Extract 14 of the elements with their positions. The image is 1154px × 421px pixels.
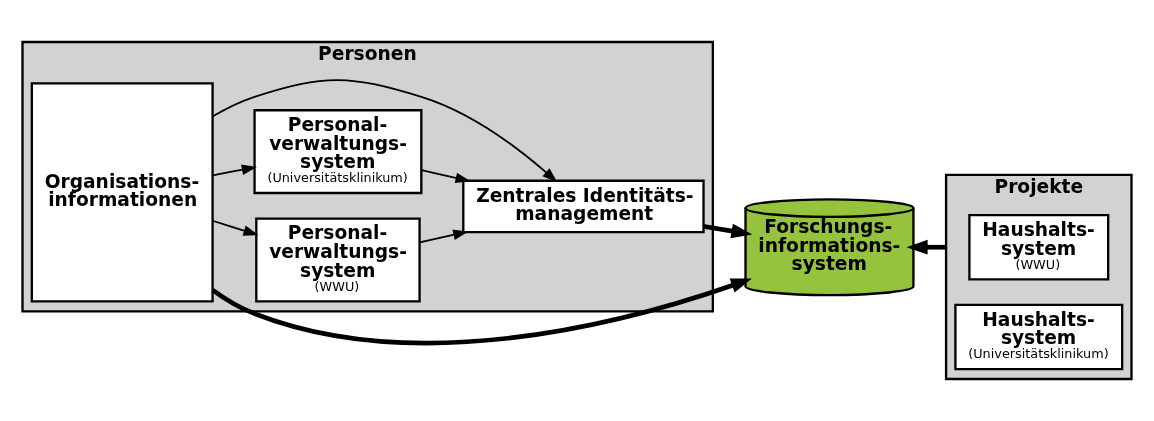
arrow bbox=[211, 219, 259, 236]
node-box: Organisations- informationen bbox=[30, 82, 214, 303]
node-box: Zentrales Identitäts- management bbox=[462, 179, 705, 234]
arrow bbox=[906, 239, 947, 255]
node-box: Haushalts- system (WWU) bbox=[968, 214, 1110, 281]
arrow bbox=[211, 164, 257, 177]
arrow bbox=[703, 223, 753, 239]
arrow bbox=[212, 79, 558, 183]
node-box: Personal- verwaltungs- system (Universitätsklinikum) bbox=[253, 109, 423, 195]
arrow bbox=[420, 169, 471, 184]
node-box: Haushalts- system (Universitätsklinikum) bbox=[954, 303, 1124, 371]
arrow bbox=[418, 229, 469, 244]
arrow bbox=[211, 278, 752, 346]
node-box: Personal- verwaltungs- system (WWU) bbox=[255, 217, 421, 303]
